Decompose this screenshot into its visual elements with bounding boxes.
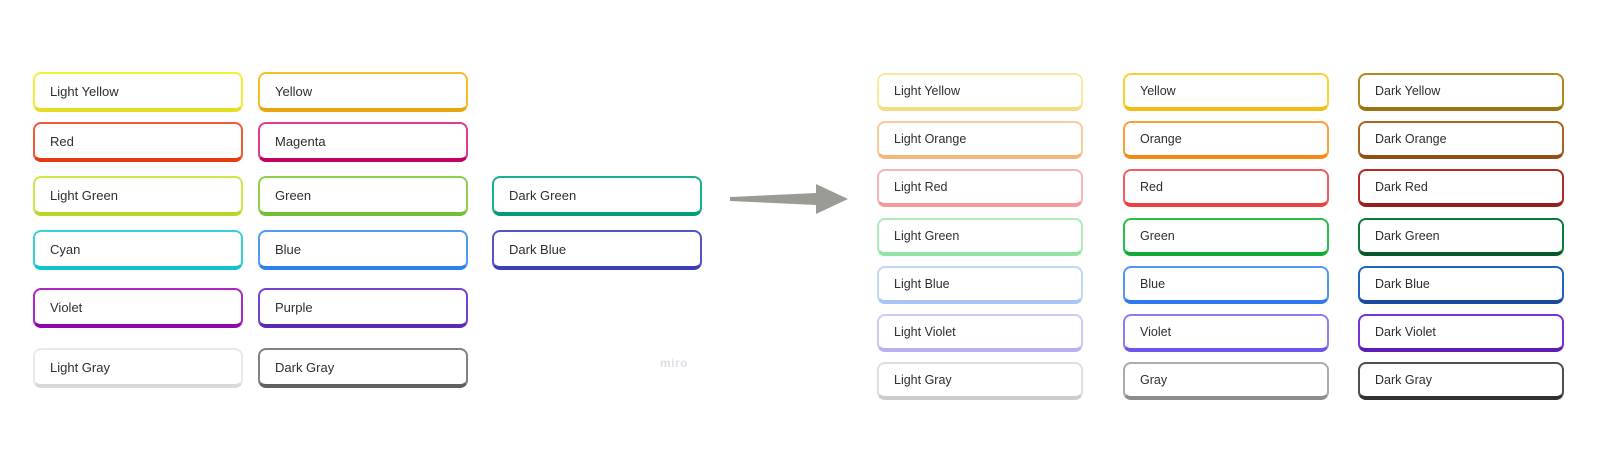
color-swatch-violet[interactable]: Violet	[33, 288, 243, 328]
color-swatch-cyan[interactable]: Cyan	[33, 230, 243, 270]
swatch-label: Light Violet	[894, 325, 956, 339]
swatch-label: Violet	[1140, 325, 1172, 339]
swatch-label: Dark Green	[1375, 229, 1440, 243]
swatch-label: Yellow	[275, 83, 313, 99]
color-swatch-dark-gray[interactable]: Dark Gray	[258, 348, 468, 388]
color-swatch-green[interactable]: Green	[1123, 218, 1329, 256]
color-swatch-light-yellow[interactable]: Light Yellow	[33, 72, 243, 112]
swatch-label: Violet	[50, 299, 83, 315]
color-swatch-yellow[interactable]: Yellow	[1123, 73, 1329, 111]
arrow-right-shape	[730, 184, 848, 214]
arrow-right-icon	[730, 184, 848, 214]
color-swatch-light-green[interactable]: Light Green	[877, 218, 1083, 256]
color-swatch-dark-orange[interactable]: Dark Orange	[1358, 121, 1564, 159]
color-swatch-light-violet[interactable]: Light Violet	[877, 314, 1083, 352]
color-swatch-dark-yellow[interactable]: Dark Yellow	[1358, 73, 1564, 111]
swatch-label: Orange	[1140, 132, 1182, 146]
color-swatch-light-orange[interactable]: Light Orange	[877, 121, 1083, 159]
color-swatch-dark-green[interactable]: Dark Green	[1358, 218, 1564, 256]
color-swatch-dark-green[interactable]: Dark Green	[492, 176, 702, 216]
color-swatch-light-yellow[interactable]: Light Yellow	[877, 73, 1083, 111]
miro-watermark: miro	[660, 356, 689, 370]
swatch-label: Light Gray	[894, 373, 952, 387]
color-swatch-light-gray[interactable]: Light Gray	[33, 348, 243, 388]
swatch-label: Green	[275, 187, 312, 203]
swatch-label: Red	[1140, 180, 1163, 194]
color-swatch-dark-blue[interactable]: Dark Blue	[492, 230, 702, 270]
swatch-label: Light Yellow	[50, 83, 119, 99]
swatch-label: Gray	[1140, 373, 1168, 387]
swatch-label: Blue	[275, 241, 302, 257]
swatch-label: Dark Blue	[509, 241, 567, 257]
color-swatch-purple[interactable]: Purple	[258, 288, 468, 328]
color-swatch-orange[interactable]: Orange	[1123, 121, 1329, 159]
color-swatch-magenta[interactable]: Magenta	[258, 122, 468, 162]
color-swatch-light-red[interactable]: Light Red	[877, 169, 1083, 207]
color-swatch-yellow[interactable]: Yellow	[258, 72, 468, 112]
color-swatch-gray[interactable]: Gray	[1123, 362, 1329, 400]
swatch-label: Green	[1140, 229, 1175, 243]
swatch-label: Dark Orange	[1375, 132, 1447, 146]
swatch-label: Dark Violet	[1375, 325, 1436, 339]
swatch-label: Dark Blue	[1375, 277, 1430, 291]
color-swatch-blue[interactable]: Blue	[1123, 266, 1329, 304]
color-swatch-red[interactable]: Red	[1123, 169, 1329, 207]
swatch-label: Purple	[275, 299, 313, 315]
swatch-label: Light Blue	[894, 277, 950, 291]
color-swatch-green[interactable]: Green	[258, 176, 468, 216]
color-swatch-dark-gray[interactable]: Dark Gray	[1358, 362, 1564, 400]
swatch-label: Dark Green	[509, 187, 577, 203]
swatch-label: Light Green	[894, 229, 960, 243]
swatch-label: Light Orange	[894, 132, 967, 146]
swatch-label: Light Red	[894, 180, 948, 194]
color-swatch-light-gray[interactable]: Light Gray	[877, 362, 1083, 400]
swatch-label: Magenta	[275, 133, 326, 149]
swatch-label: Light Yellow	[894, 84, 961, 98]
color-swatch-light-blue[interactable]: Light Blue	[877, 266, 1083, 304]
color-swatch-violet[interactable]: Violet	[1123, 314, 1329, 352]
swatch-label: Blue	[1140, 277, 1166, 291]
color-swatch-blue[interactable]: Blue	[258, 230, 468, 270]
color-swatch-dark-blue[interactable]: Dark Blue	[1358, 266, 1564, 304]
swatch-label: Dark Yellow	[1375, 84, 1441, 98]
color-swatch-dark-red[interactable]: Dark Red	[1358, 169, 1564, 207]
swatch-label: Yellow	[1140, 84, 1176, 98]
color-swatch-light-green[interactable]: Light Green	[33, 176, 243, 216]
swatch-label: Dark Gray	[1375, 373, 1432, 387]
swatch-label: Light Green	[50, 187, 118, 203]
swatch-label: Red	[50, 133, 74, 149]
color-swatch-dark-violet[interactable]: Dark Violet	[1358, 314, 1564, 352]
swatch-label: Dark Gray	[275, 359, 335, 375]
color-swatch-red[interactable]: Red	[33, 122, 243, 162]
swatch-label: Light Gray	[50, 359, 110, 375]
swatch-label: Cyan	[50, 241, 81, 257]
swatch-label: Dark Red	[1375, 180, 1428, 194]
